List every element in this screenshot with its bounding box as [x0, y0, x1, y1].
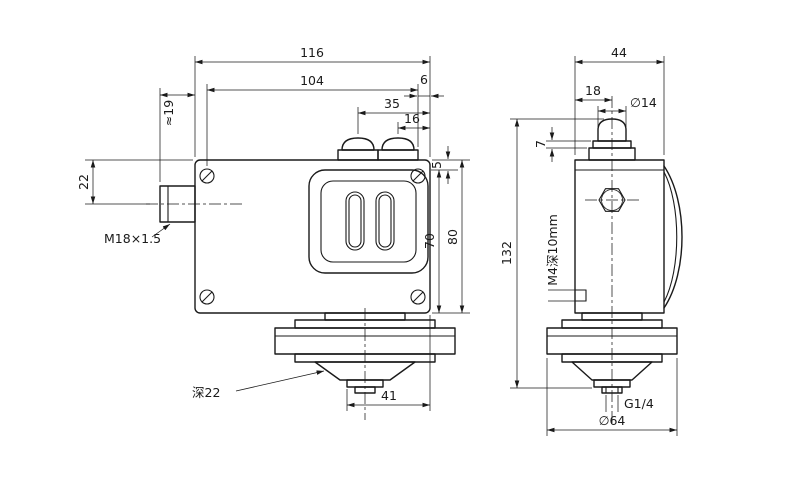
label-depth-22: 深22: [192, 385, 220, 400]
front-body-outline: [194, 159, 431, 314]
dim-front-edge-offset: 6: [420, 72, 428, 87]
dim-front-screw-spacing: 104: [300, 73, 324, 88]
label-port-g14: G1/4: [624, 396, 654, 411]
dim-front-cover-height: 70: [422, 233, 437, 249]
side-body-outline: [574, 159, 665, 314]
side-cover-arc-outer: [663, 165, 683, 309]
dim-front-cap2-offset: 16: [404, 111, 420, 126]
side-view: [546, 96, 683, 424]
dim-front-total-width: 116: [300, 45, 324, 60]
dim-side-flange-diameter: ∅64: [599, 413, 626, 428]
dim-front-stem-width: 41: [381, 388, 397, 403]
side-dimensions: 44 18 ∅14 7 132 M4深10mm G1/4 ∅64: [499, 45, 678, 436]
dim-front-body-height: 80: [445, 229, 460, 245]
dim-side-flange-height: 7: [533, 140, 548, 148]
front-dimensions: 116 104 6 35 16 ≈19 22 M18×1.5: [76, 45, 470, 411]
cap-right: [377, 137, 419, 161]
cover-plate: [308, 169, 429, 274]
dim-front-cap1-offset: 35: [384, 96, 400, 111]
dim-side-cap-diameter: ∅14: [630, 95, 657, 110]
cap-left: [337, 137, 379, 161]
front-view: [146, 137, 456, 420]
m4-hole: [574, 289, 587, 302]
label-port-thread: M18×1.5: [104, 231, 161, 246]
screw-top-left-icon: [199, 168, 215, 184]
screw-bottom-right-icon: [410, 289, 426, 305]
dim-side-body-width: 44: [611, 45, 627, 60]
dim-side-cap-offset: 18: [585, 83, 601, 98]
dim-side-total-height: 132: [499, 241, 514, 265]
label-m4-screw: M4深10mm: [545, 214, 560, 286]
screw-bottom-left-icon: [199, 289, 215, 305]
side-cover-arc-inner: [663, 171, 678, 303]
dim-front-port-height: 22: [76, 174, 91, 190]
dim-front-port-length: ≈19: [161, 100, 176, 126]
dim-front-cover-gap: 5: [429, 161, 444, 169]
